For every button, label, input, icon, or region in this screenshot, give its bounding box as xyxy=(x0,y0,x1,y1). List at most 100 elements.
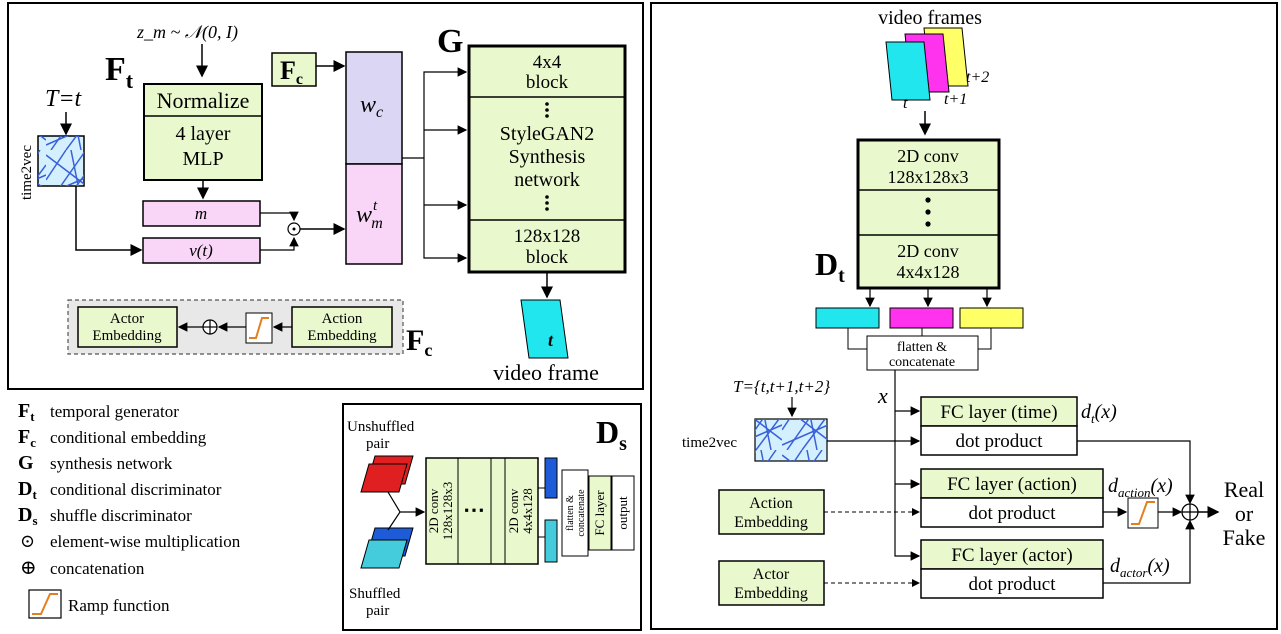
svg-text:network: network xyxy=(514,169,580,191)
time2vec-label: time2vec xyxy=(19,145,35,200)
shuffle-conv-stack xyxy=(425,457,539,565)
svg-text:FC layer (actor): FC layer (actor) xyxy=(951,545,1072,566)
legend-text-2: synthesis network xyxy=(50,454,173,473)
svg-text:Actor: Actor xyxy=(753,566,790,583)
svg-text:time2vec: time2vec xyxy=(682,435,737,451)
legend-text-7: Ramp function xyxy=(68,596,170,615)
time-input-label: T=t xyxy=(45,86,83,112)
svg-text:FC layer: FC layer xyxy=(592,490,607,536)
svg-text:Embedding: Embedding xyxy=(92,328,162,344)
svg-text:2D conv: 2D conv xyxy=(426,488,441,533)
legend-sym-0: Ft xyxy=(18,400,35,424)
feature-yellow xyxy=(959,307,1024,329)
dot-product-time xyxy=(920,425,1078,456)
svg-text:Embedding: Embedding xyxy=(734,514,808,531)
mlp-line2: MLP xyxy=(182,148,223,170)
svg-text:128x128x3: 128x128x3 xyxy=(888,167,969,187)
real-label: Real xyxy=(1224,477,1264,502)
shuffle-flatten xyxy=(561,469,589,557)
svg-text:wc: wc xyxy=(360,92,383,121)
shuffle-output xyxy=(611,475,635,551)
dot-product-action xyxy=(920,497,1104,528)
svg-text:block: block xyxy=(526,72,569,93)
disc-flatten xyxy=(866,335,979,371)
svg-text:t: t xyxy=(548,330,554,350)
frame-t xyxy=(885,41,931,101)
svg-text:⋯: ⋯ xyxy=(463,497,485,522)
shuffled-frame-front xyxy=(360,539,408,569)
synthesis-network xyxy=(467,44,627,274)
svg-text:t+1: t+1 xyxy=(944,91,967,108)
video-frames-label: video frames xyxy=(878,7,982,29)
svg-text:StyleGAN2: StyleGAN2 xyxy=(500,123,594,145)
svg-text:concatenate: concatenate xyxy=(576,489,587,537)
unshuffled-feature xyxy=(544,457,558,499)
x-label: x xyxy=(877,383,888,408)
legend-text-5: element-wise multiplication xyxy=(50,532,241,551)
g-label: G xyxy=(437,23,463,60)
svg-text:output: output xyxy=(615,496,630,530)
svg-text:Actor: Actor xyxy=(110,311,144,327)
svg-text:Unshuffled: Unshuffled xyxy=(347,419,415,435)
legend-text-4: shuffle discriminator xyxy=(50,506,192,525)
disc-actor-embedding xyxy=(718,560,825,606)
svg-text:wtm: wtm xyxy=(356,198,383,232)
svg-text:Fc: Fc xyxy=(406,324,432,360)
svg-text:128x128: 128x128 xyxy=(514,226,581,247)
svg-text:t: t xyxy=(903,95,908,112)
dactor-output: dactor(x) xyxy=(1110,555,1170,580)
mlp-normalize: Normalize xyxy=(157,88,250,113)
svg-text:block: block xyxy=(526,247,569,268)
svg-text:128x128x3: 128x128x3 xyxy=(440,482,455,541)
svg-text:Action: Action xyxy=(322,311,363,327)
svg-text:concatenate: concatenate xyxy=(889,355,955,370)
svg-text:2D conv: 2D conv xyxy=(897,146,959,166)
v-label: v(t) xyxy=(189,241,213,260)
fake-label: Fake xyxy=(1223,525,1266,550)
wm-vector xyxy=(345,163,403,265)
generator-panel xyxy=(7,2,644,390)
m-label: m xyxy=(195,204,207,223)
svg-text:flatten &: flatten & xyxy=(565,495,576,531)
svg-text:t+2: t+2 xyxy=(966,69,989,86)
legend-sym-2: G xyxy=(18,452,34,474)
disc-action-embedding xyxy=(718,489,825,535)
output-frame xyxy=(520,299,569,359)
shuffle-fc-layer xyxy=(588,475,612,551)
fc-action xyxy=(920,468,1104,499)
svg-text:pair: pair xyxy=(366,436,389,452)
svg-text:Synthesis: Synthesis xyxy=(509,146,586,168)
time2vec-pattern xyxy=(38,136,84,186)
ds-label: Ds xyxy=(596,414,627,455)
svg-text:dot product: dot product xyxy=(955,431,1043,452)
shuffle-discriminator-panel xyxy=(342,403,642,631)
svg-text:flatten &: flatten & xyxy=(897,340,947,355)
svg-text:4x4x128: 4x4x128 xyxy=(897,262,960,282)
video-frame-label: video frame xyxy=(493,360,599,385)
svg-text:pair: pair xyxy=(366,603,389,619)
daction-output: daction(x) xyxy=(1108,475,1173,500)
svg-text:dot product: dot product xyxy=(968,503,1056,524)
svg-text:FC layer (time): FC layer (time) xyxy=(940,402,1057,423)
svg-text:Shuffled: Shuffled xyxy=(349,586,401,602)
legend-text-6: concatenation xyxy=(50,559,145,578)
legend-sym-1: Fc xyxy=(18,426,36,450)
mlp-block xyxy=(143,83,263,181)
dot-product-actor xyxy=(920,568,1104,599)
fc-actor xyxy=(920,539,1104,570)
actor-embedding xyxy=(77,306,178,348)
legend-text-3: conditional discriminator xyxy=(50,480,222,499)
mlp-line1: 4 layer xyxy=(176,123,231,145)
svg-text:Embedding: Embedding xyxy=(734,585,808,602)
shuffled-feature xyxy=(544,519,558,563)
svg-text:4x4: 4x4 xyxy=(533,52,562,73)
legend-text-1: conditional embedding xyxy=(50,428,207,447)
feature-magenta xyxy=(889,307,954,329)
fc-input-box xyxy=(271,52,317,87)
svg-text:4x4x128: 4x4x128 xyxy=(520,488,535,534)
dt-output: dt(x) xyxy=(1081,401,1117,426)
legend-sym-4: Ds xyxy=(18,504,38,528)
svg-text:FC layer (action): FC layer (action) xyxy=(947,474,1077,495)
legend-sym-5: ⊙ xyxy=(20,531,35,551)
legend-sym-6: ⊕ xyxy=(20,557,37,579)
